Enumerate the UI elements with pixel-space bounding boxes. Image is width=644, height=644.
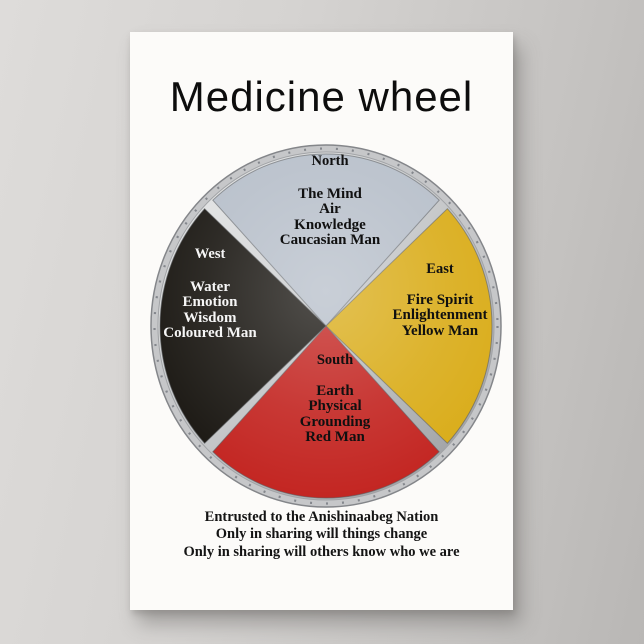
- poster-footer: Entrusted to the Anishinaabeg Nation Onl…: [130, 509, 513, 561]
- footer-line: Only in sharing will others know who we …: [183, 543, 460, 560]
- footer-line: Entrusted to the Anishinaabeg Nation: [204, 509, 439, 525]
- quadrant-text-line: Coloured Man: [163, 325, 257, 342]
- quadrant-text-line: Caucasian Man: [279, 232, 381, 249]
- poster: Medicine wheel: [130, 32, 513, 610]
- quadrant-west-lines: Water Emotion Wisdom Coloured Man: [130, 279, 290, 342]
- quadrant-east-lines: Fire Spirit Enlightenment Yellow Man: [360, 292, 520, 339]
- quadrant-south-lines: Earth Physical Grounding Red Man: [255, 383, 415, 446]
- quadrant-north-text: North The Mind Air Knowledge Caucasian M…: [230, 154, 430, 249]
- quadrant-text-line: Wisdom: [183, 309, 237, 326]
- quadrant-text-line: Yellow Man: [401, 322, 479, 339]
- quadrant-east-direction: East: [426, 261, 454, 277]
- quadrant-text-line: Earth: [316, 383, 354, 399]
- quadrant-text-line: Knowledge: [294, 216, 366, 233]
- quadrant-text-line: Red Man: [305, 429, 365, 446]
- quadrant-text-line: The Mind: [298, 186, 362, 202]
- quadrant-north-lines: The Mind Air Knowledge Caucasian Man: [230, 186, 430, 249]
- wheel-rim-rivets: [153, 147, 499, 505]
- quadrant-text-line: Water: [190, 279, 230, 295]
- quadrant-west-text: West Water Emotion Wisdom Coloured Man: [130, 247, 290, 342]
- quadrant-south-text: South Earth Physical Grounding Red Man: [255, 353, 415, 446]
- footer-line: Only in sharing will things change: [215, 526, 428, 543]
- medicine-wheel-graphic: [150, 144, 502, 508]
- quadrant-north-direction: North: [311, 153, 349, 169]
- quadrant-south-direction: South: [316, 352, 354, 368]
- quadrant-text-line: Enlightenment: [392, 307, 488, 324]
- quadrant-text-line: Fire Spirit: [406, 292, 474, 308]
- quadrant-text-line: Grounding: [299, 413, 371, 430]
- quadrant-west-direction: West: [194, 246, 226, 262]
- quadrant-text-line: Air: [319, 201, 341, 218]
- quadrant-east-text: East Fire Spirit Enlightenment Yellow Ma…: [360, 262, 520, 339]
- quadrant-text-line: Physical: [308, 398, 362, 415]
- wheel-sheen-highlight: [158, 152, 494, 500]
- poster-title: Medicine wheel: [169, 73, 474, 120]
- quadrant-text-line: Emotion: [182, 294, 238, 311]
